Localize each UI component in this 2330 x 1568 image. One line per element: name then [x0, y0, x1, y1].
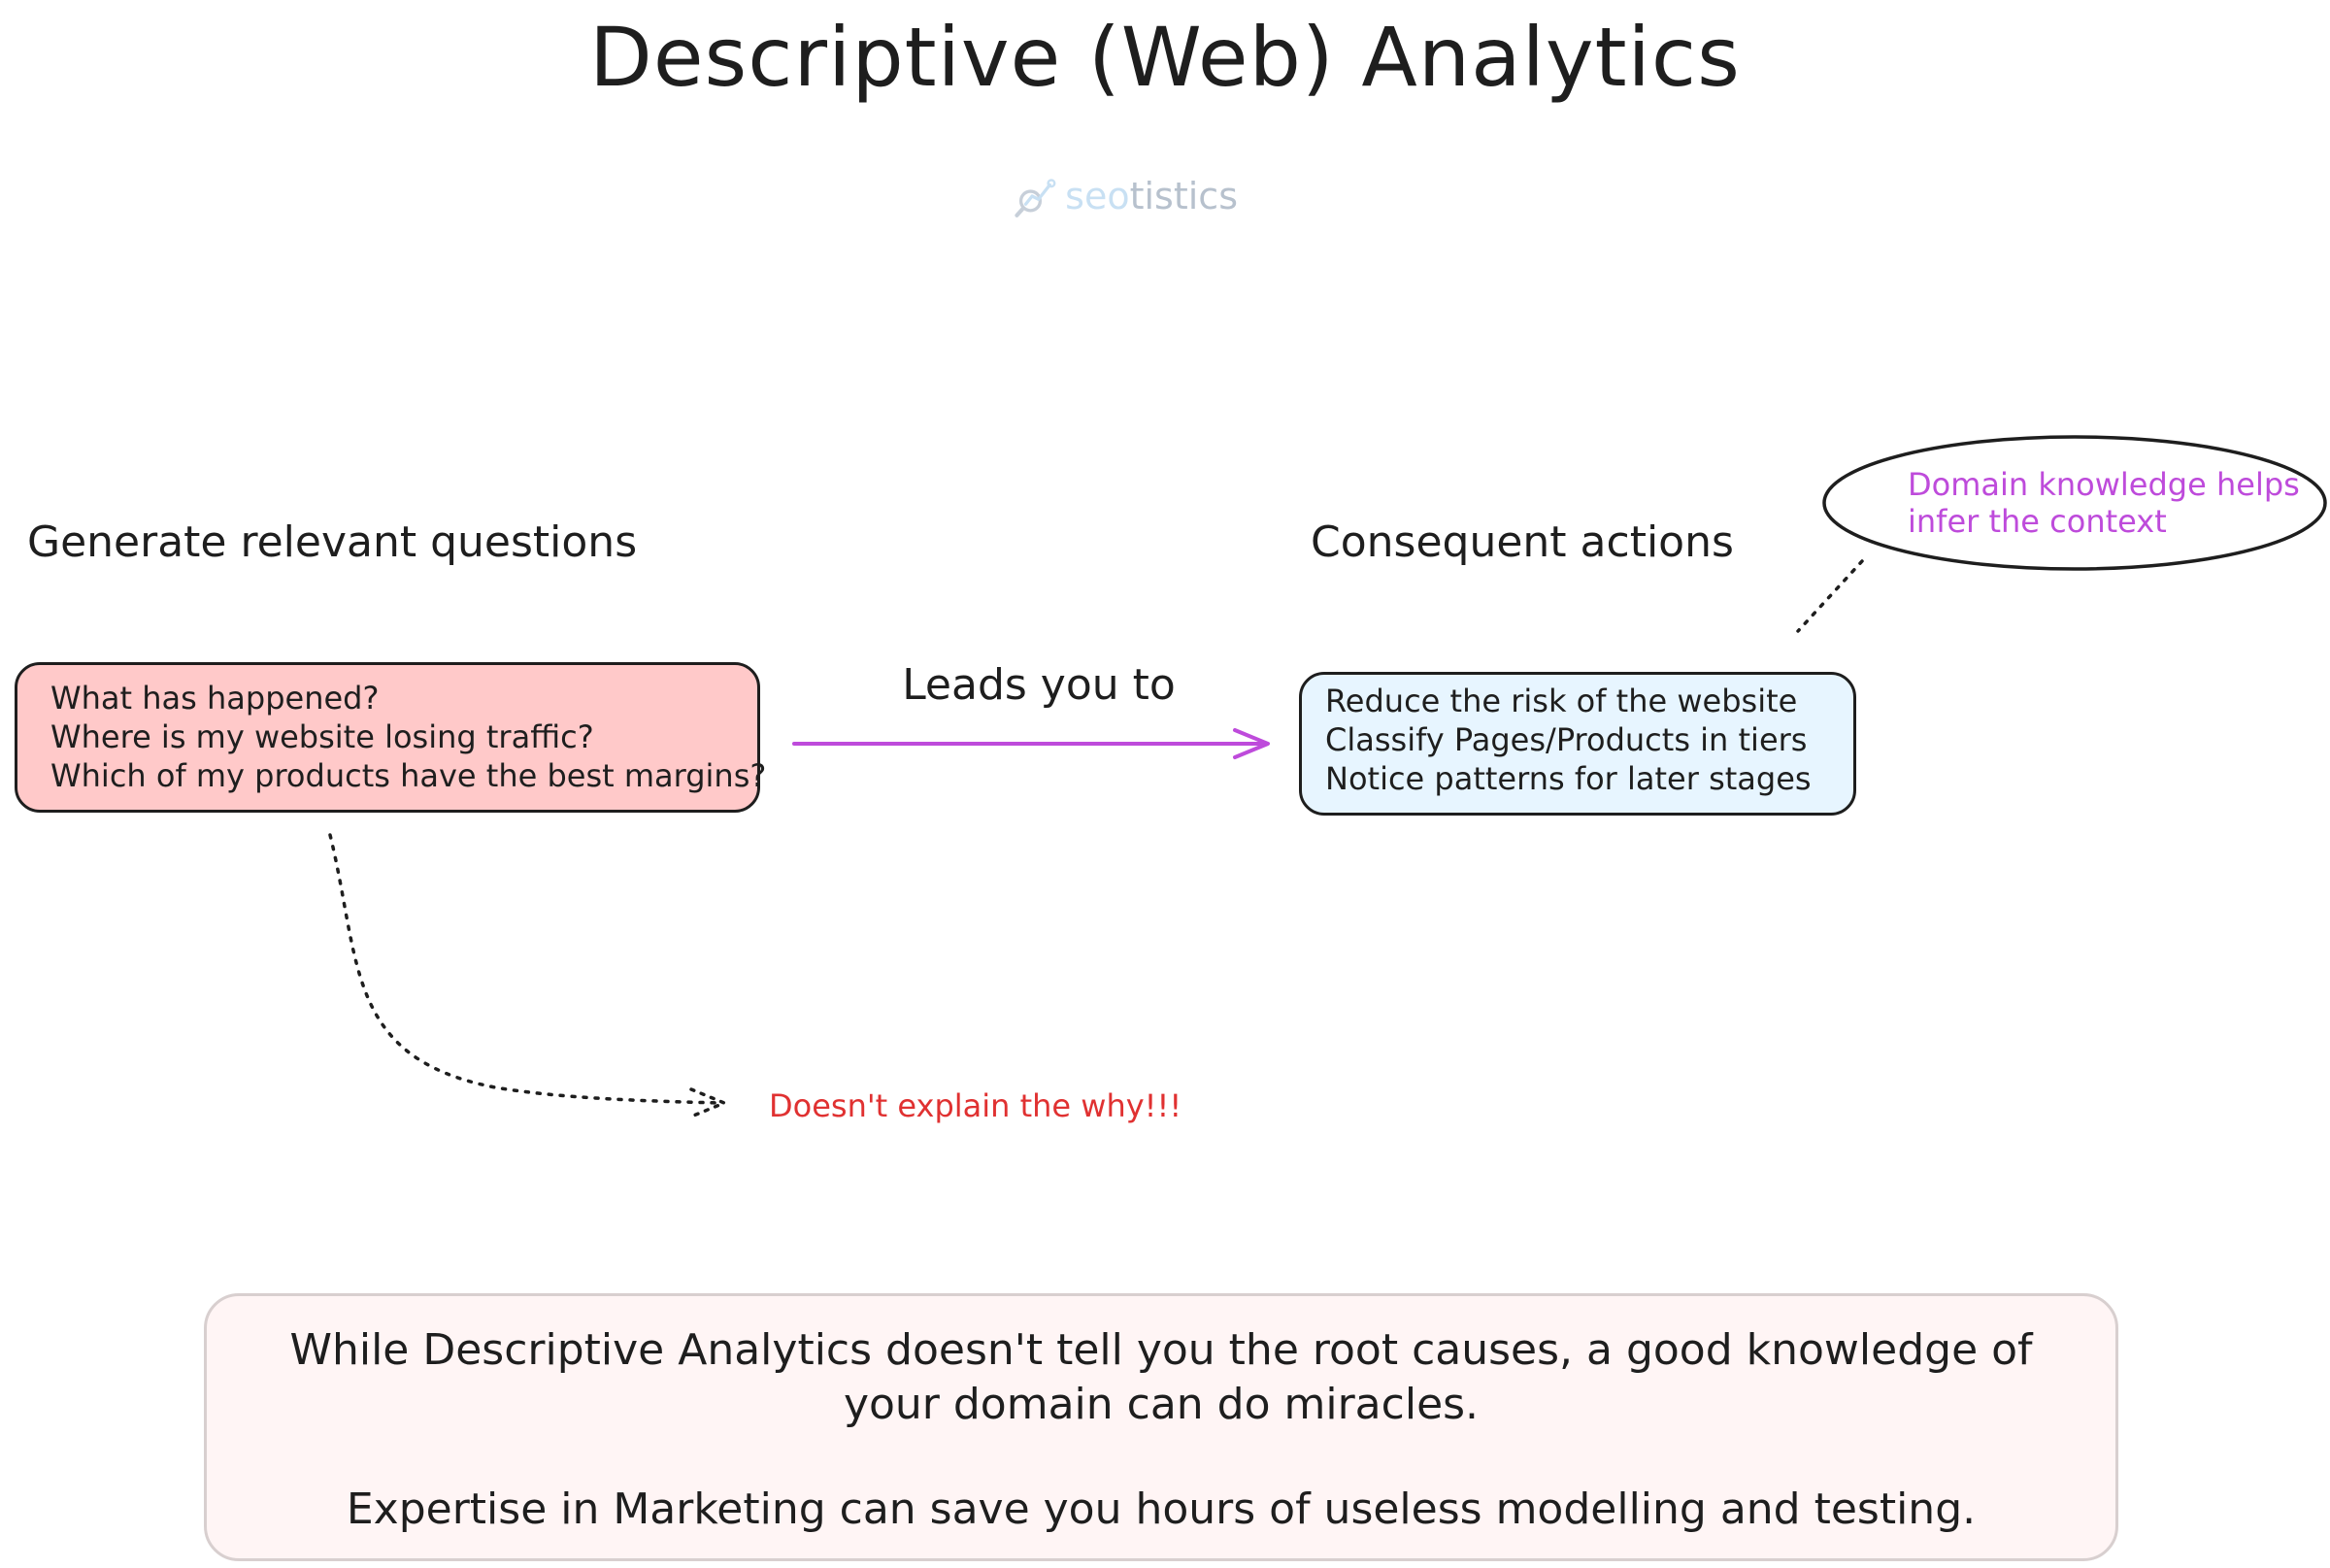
dotted-arrow-to-annotation	[328, 833, 722, 1105]
annotation-text: Doesn't explain the why!!!	[769, 1087, 1182, 1124]
summary-line-2: Expertise in Marketing can save you hour…	[346, 1485, 1977, 1534]
actions-heading: Consequent actions	[1311, 517, 1734, 567]
seotistics-logo: seotistics	[1015, 167, 1238, 225]
questions-box: What has happened? Where is my website l…	[15, 662, 767, 813]
actions-box: Reduce the risk of the website Classify …	[1299, 672, 1856, 816]
summary-line-1: While Descriptive Analytics doesn't tell…	[289, 1325, 2033, 1429]
logo-wordmark: seotistics	[1065, 175, 1238, 217]
action-item: Notice patterns for later stages	[1325, 760, 1812, 797]
question-item: Which of my products have the best margi…	[50, 757, 767, 794]
dotted-arrowhead	[689, 1087, 729, 1118]
callout-text: Domain knowledge helps infer the context	[1908, 466, 2300, 540]
action-item: Classify Pages/Products in tiers	[1325, 721, 1808, 758]
action-item: Reduce the risk of the website	[1325, 683, 1798, 719]
arrow-label: Leads you to	[902, 660, 1176, 710]
question-item: Where is my website losing traffic?	[50, 718, 594, 755]
question-item: What has happened?	[50, 680, 380, 717]
leads-to-arrowhead	[1233, 728, 1270, 759]
callout-connector	[1796, 559, 1864, 633]
summary-box: While Descriptive Analytics doesn't tell…	[204, 1293, 2118, 1561]
diagram-title: Descriptive (Web) Analytics	[589, 10, 1741, 105]
questions-heading: Generate relevant questions	[27, 517, 638, 567]
seotistics-logo-icon	[1015, 179, 1056, 217]
